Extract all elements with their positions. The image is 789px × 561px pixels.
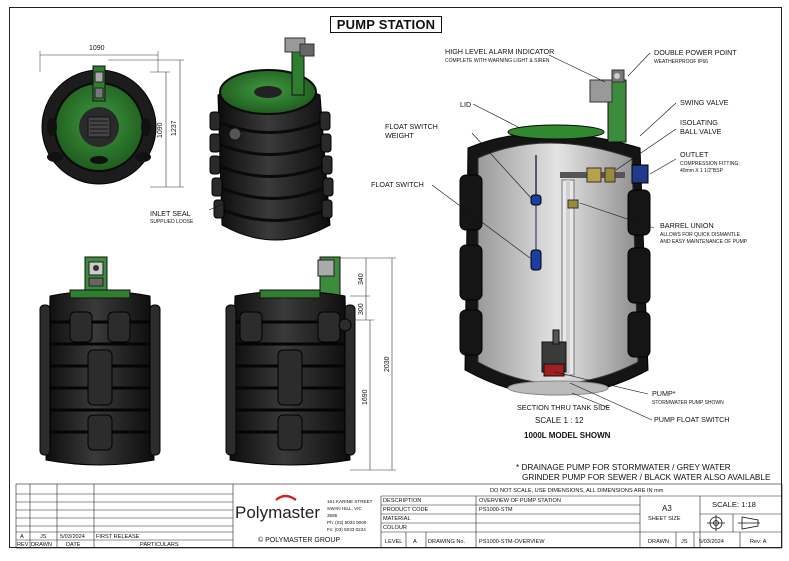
fax: Fx: (03) 5033 0224 [327, 527, 366, 532]
dim-2030: 2030 [384, 356, 391, 372]
model-shown: 1000L MODEL SHOWN [524, 431, 611, 440]
product-code-value: PS1000-STM [479, 507, 513, 513]
section-label: SECTION THRU TANK SIDE [517, 403, 611, 412]
dim-1690: 1690 [362, 389, 369, 405]
outlet-sub-2: 40mm X 1 1/2"BSP [680, 168, 723, 174]
double-power-point-label: DOUBLE POWER POINT [654, 48, 737, 57]
float-switch-weight-label-2: WEIGHT [385, 131, 414, 140]
rev-row-drawn: JS [40, 534, 47, 540]
note-line-1: * DRAINAGE PUMP FOR STORMWATER / GREY WA… [516, 463, 731, 472]
double-power-point-sub: WEATHERPROOF IP66 [654, 59, 709, 65]
copyright: © POLYMASTER GROUP [258, 537, 341, 544]
top-view [39, 51, 184, 188]
drawn-value: JS [681, 539, 688, 545]
phone: Ph: (03) 5033 9000 [327, 520, 367, 525]
company-logo: Polymaster [235, 503, 321, 522]
section-scale: SCALE 1 : 12 [535, 416, 584, 425]
rev-row-date: 5/03/2024 [60, 534, 85, 540]
barrel-union-sub-1: ALLOWS FOR QUICK DISMANTLE [660, 232, 741, 238]
pump-label: PUMP* [652, 389, 676, 398]
date-value: 5/03/2024 [699, 539, 724, 545]
material-label: MATERIAL [383, 516, 411, 522]
pump-float-switch-label: PUMP FLOAT SWITCH [654, 415, 730, 424]
scale-value: SCALE: 1:18 [712, 500, 756, 509]
pump-sub: STORMWATER PUMP SHOWN [652, 400, 724, 406]
inlet-seal-label: INLET SEAL [150, 209, 191, 218]
barrel-union-sub-2: AND EASY MAINTENANCE OF PUMP [660, 239, 748, 245]
drawing-no-value: PS1000-STM-OVERVIEW [479, 539, 545, 545]
notes: * DRAINAGE PUMP FOR STORMWATER / GREY WA… [516, 463, 770, 483]
drawing-title: PUMP STATION [330, 16, 442, 33]
float-switch-weight-label-1: FLOAT SWITCH [385, 122, 438, 131]
section-view [459, 69, 651, 396]
description-label: DESCRIPTION [383, 498, 422, 504]
sheet-size-value: A3 [662, 504, 672, 513]
rev-row-particulars: FIRST RELEASE [96, 534, 140, 540]
note-line-2: GRINDER PUMP FOR SEWER / BLACK WATER ALS… [522, 473, 771, 482]
projection-symbol [707, 515, 760, 531]
title-block-grid [15, 483, 783, 549]
outlet-sub-1: COMPRESSION FITTING: [680, 161, 740, 167]
isometric-view [209, 37, 334, 241]
colour-label: COLOUR [383, 525, 407, 531]
address-line-3: 3585 [327, 513, 338, 518]
dim-340: 340 [358, 273, 365, 285]
isolating-label-2: BALL VALVE [680, 127, 722, 136]
level-value: A [413, 539, 417, 545]
drawn-label: DRAWN [648, 539, 669, 545]
sheet-size-label: SHEET SIZE [648, 516, 681, 522]
header-rev: REV [17, 542, 29, 548]
drawing-frame [9, 7, 782, 548]
inlet-seal-sub: SUPPLIED LOOSE [150, 219, 194, 225]
isolating-label-1: ISOLATING [680, 118, 718, 127]
header-drawn: DRAWN [31, 542, 52, 548]
barrel-union-label: BARREL UNION [660, 221, 714, 230]
address-line-2: SWAN HILL, VIC [327, 506, 362, 511]
high-level-alarm-sub: COMPLETE WITH WARNING LIGHT & SIREN [445, 58, 550, 64]
side-elevation [225, 256, 396, 471]
high-level-alarm-label: HIGH LEVEL ALARM INDICATOR [445, 47, 555, 56]
product-code-label: PRODUCT CODE [383, 507, 429, 513]
description-value: OVERVIEW OF PUMP STATION [479, 498, 561, 504]
float-switch-label: FLOAT SWITCH [371, 180, 424, 189]
dim-top-depth: 1090 [157, 122, 164, 138]
front-elevation [39, 256, 161, 466]
rev-row-rev: A [20, 534, 24, 540]
address-line-1: 161 KARINE STREET [327, 499, 373, 504]
header-particulars: PARTICULARS [140, 542, 179, 548]
outlet-label: OUTLET [680, 150, 709, 159]
leader-lines [208, 52, 677, 421]
level-label: LEVEL [385, 539, 403, 545]
rev-value: Rev: A [750, 539, 767, 545]
lid-label: LID [460, 100, 472, 109]
header-date: DATE [66, 542, 81, 548]
drawing-no-label: DRAWING No. [428, 539, 466, 545]
disclaimer: DO NOT SCALE, USE DIMENSIONS, ALL DIMENS… [490, 488, 664, 494]
dim-300: 300 [358, 303, 365, 315]
dim-top-width: 1090 [89, 45, 105, 52]
swing-valve-label: SWING VALVE [680, 98, 729, 107]
dim-top-depth-outer: 1237 [171, 120, 178, 136]
